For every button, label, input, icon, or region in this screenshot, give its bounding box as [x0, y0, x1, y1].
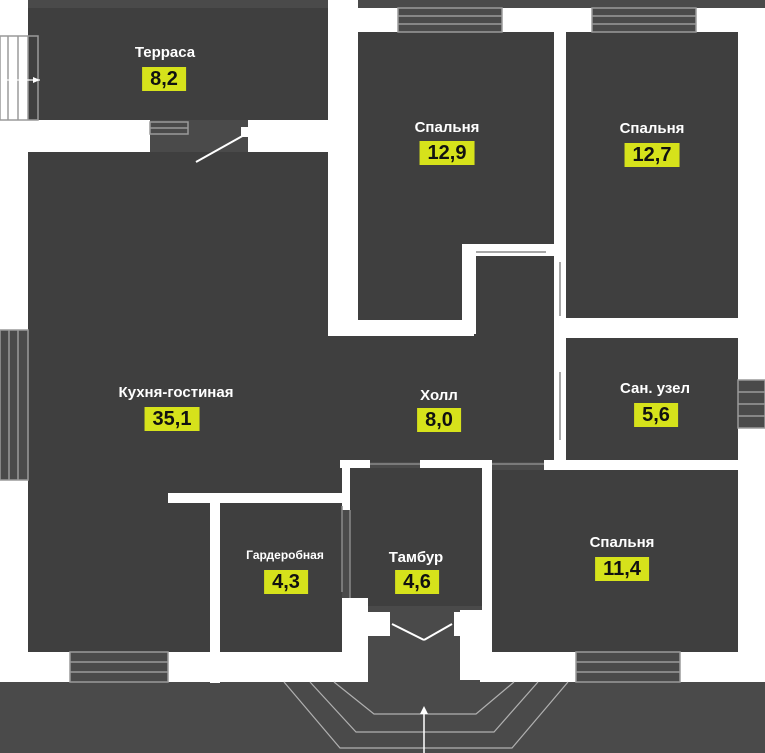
window-kitchen-left	[0, 329, 29, 481]
vestibule-label: Тамбур	[388, 549, 444, 566]
entrance-porch	[283, 681, 569, 753]
kitchen-living-label: Кухня-гостиная	[118, 384, 234, 401]
hall-area-badge: 8,0	[417, 408, 461, 432]
vestibule-jamb-left	[368, 612, 390, 636]
wardrobe-top-wall	[168, 493, 344, 503]
kitchen-living-area-badge: 35,1	[144, 407, 200, 431]
vestibule-right-wall	[482, 462, 492, 612]
window-kitchen-bottom	[69, 651, 169, 683]
hall-floor	[342, 256, 556, 462]
terrace-area-badge: 8,2	[142, 67, 186, 91]
kitchen-top-wall-right	[248, 120, 342, 152]
door-entrance-left	[391, 623, 425, 641]
outer-wall-right-upper	[738, 8, 765, 380]
bottom-wall-mid-left	[168, 652, 368, 682]
hall-label: Холл	[420, 387, 458, 404]
bottom-wall-right	[680, 652, 765, 682]
terrace-left-wall	[0, 0, 28, 120]
bedroom-1-top-wall-left	[328, 8, 398, 32]
window-bedroom-3	[575, 651, 681, 683]
wardrobe-area-badge: 4,3	[264, 570, 308, 594]
windows	[0, 7, 765, 683]
terrace-floor	[26, 8, 328, 120]
walls	[0, 0, 765, 683]
bedroom-2-floor	[566, 32, 738, 318]
wardrobe-left-wall	[210, 493, 220, 683]
door-terrace	[195, 133, 247, 163]
terrace-steps	[0, 35, 40, 121]
kitchen-living-floor	[28, 152, 342, 652]
vestibule-jamb-right	[454, 612, 482, 636]
vestibule-area-badge: 4,6	[395, 570, 439, 594]
terrace-label: Терраса	[134, 44, 196, 61]
wardrobe-label: Гардеробная	[246, 548, 324, 562]
room-floors	[26, 8, 738, 652]
bedroom-divider-wall	[554, 28, 566, 328]
vestibule-top-wall	[340, 460, 370, 468]
window-bedroom-1	[397, 7, 503, 33]
bathroom-floor	[566, 338, 738, 460]
bathroom-bottom-wall	[544, 460, 738, 470]
bedroom-2-label: Спальня	[619, 120, 685, 137]
bedroom-2-area-badge: 12,7	[624, 143, 680, 167]
bathroom-top-wall	[554, 318, 738, 338]
bedroom-1-top-wall-right	[502, 8, 592, 32]
outer-wall-left-upper	[0, 120, 28, 330]
bottom-wall-mid-right	[480, 652, 576, 682]
doors	[195, 127, 561, 641]
outer-wall-left-lower	[0, 480, 28, 680]
bottom-wall-left	[0, 652, 70, 682]
bedroom-3-area-badge: 11,4	[595, 557, 649, 581]
bedroom-1-bottom-wall	[342, 320, 474, 336]
bathroom-label: Сан. узел	[619, 380, 691, 397]
bedroom-1-door-sill	[462, 244, 558, 256]
center-wall-upper	[328, 0, 358, 336]
bedroom-1-area-badge: 12,9	[419, 141, 475, 165]
bedroom-1-notch-wall	[462, 248, 476, 334]
kitchen-top-wall-left	[0, 120, 150, 152]
window-bedroom-2	[591, 7, 697, 33]
bathroom-area-badge: 5,6	[634, 403, 678, 427]
bedroom-1-label: Спальня	[414, 119, 480, 136]
vestibule-left-wall	[342, 460, 350, 510]
door-entrance-right	[423, 623, 453, 641]
bedroom-3-label: Спальня	[589, 534, 655, 551]
outer-wall-right-lower	[738, 428, 765, 680]
vestibule-top-wall-mid	[420, 460, 492, 468]
